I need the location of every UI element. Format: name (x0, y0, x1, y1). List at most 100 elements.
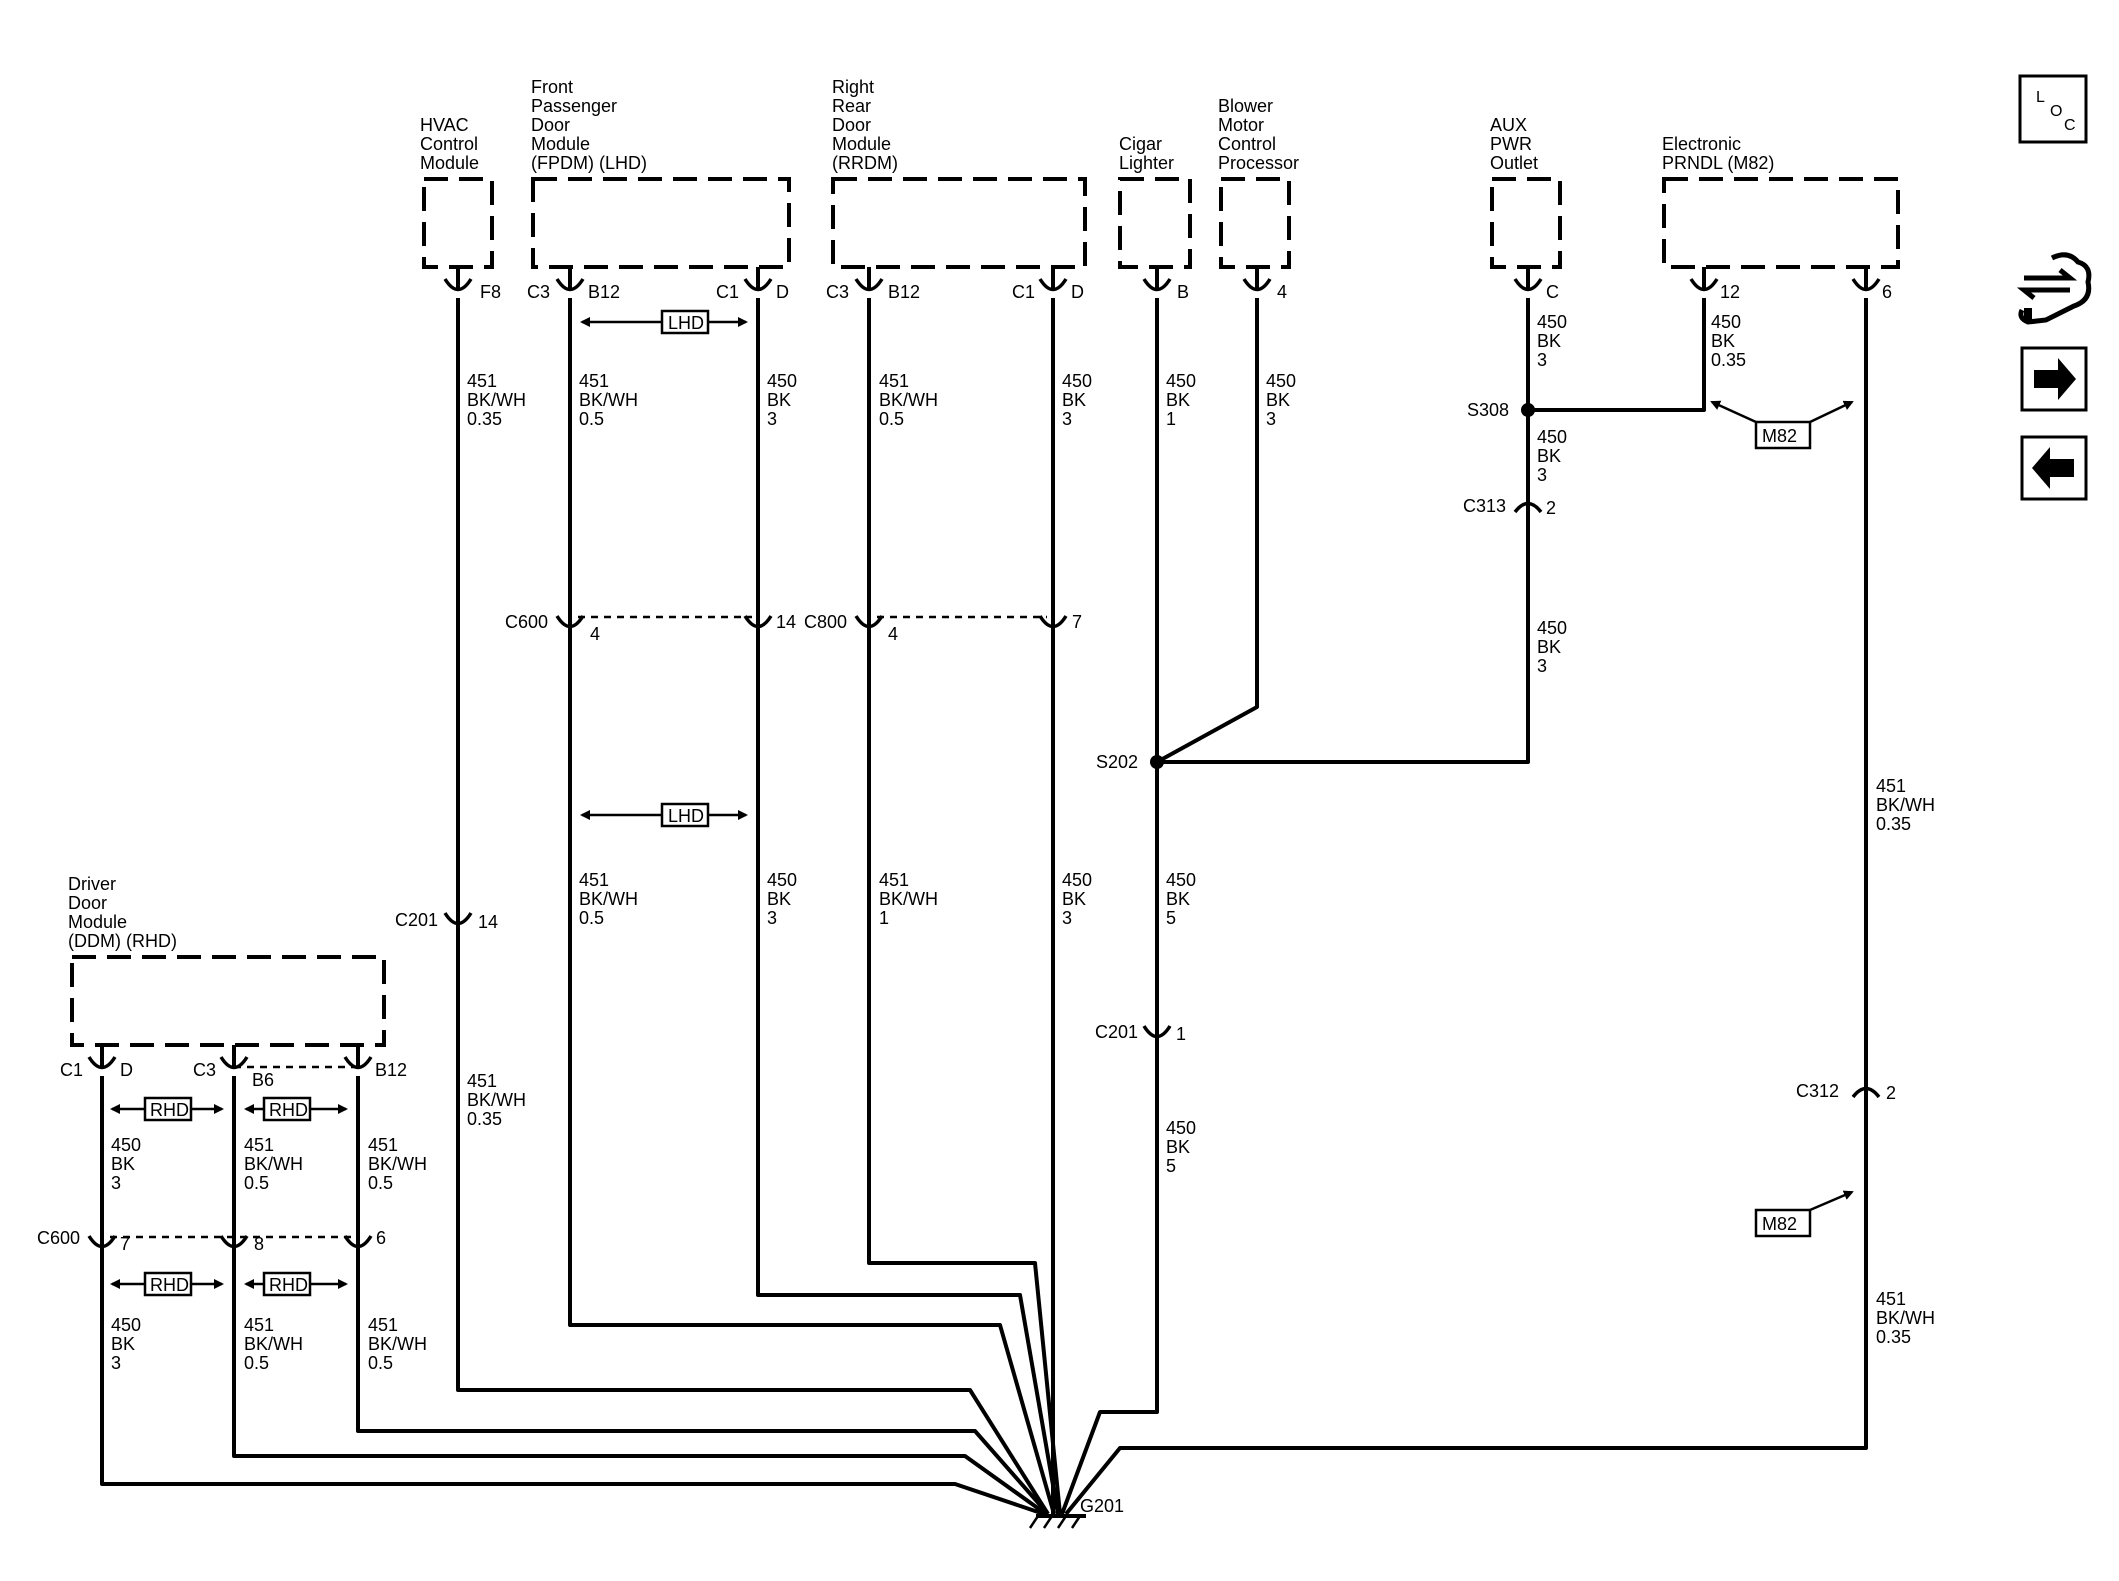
loc-icon[interactable]: L O C (2018, 74, 2088, 144)
splice-s308[interactable] (1521, 403, 1535, 417)
connector-label-c600-ddm: C600 (37, 1228, 80, 1248)
connector-label-c313: C313 (1463, 496, 1506, 516)
aux-power-outlet-box[interactable] (1490, 177, 1562, 269)
pin-label-c201-14: 14 (478, 912, 498, 932)
pin-label-c600-ddm-7: 7 (120, 1234, 130, 1254)
svg-text:C: C (2064, 117, 2076, 134)
pin-label-ddm-b6: B6 (252, 1070, 274, 1090)
electronic-prndl-box[interactable] (1662, 177, 1900, 269)
pin-label-c600-ddm-6: 6 (376, 1228, 386, 1248)
pin-label-fpdm-d: D (776, 282, 789, 302)
splice-label-s202: S202 (1096, 752, 1138, 772)
pin-label-ddm-d: D (120, 1060, 133, 1080)
ground-label-g201: G201 (1080, 1496, 1124, 1516)
rhd-tag-ddm-right-top[interactable]: RHD (244, 1096, 348, 1122)
ground-g201-symbol[interactable] (1028, 1514, 1086, 1529)
pin-label-blower-4: 4 (1277, 282, 1287, 302)
fpdm-box[interactable] (531, 177, 791, 269)
svg-text:M82: M82 (1762, 426, 1797, 446)
connector-label-c312: C312 (1796, 1081, 1839, 1101)
rrdm-box[interactable] (831, 177, 1087, 269)
lhd-tag-mid[interactable]: LHD (580, 802, 748, 828)
connector-symbols (87, 267, 1881, 1249)
rhd-tag-ddm-left-bottom[interactable]: RHD (110, 1271, 224, 1297)
pin-label-rrdm-b12: B12 (888, 282, 920, 302)
wires (100, 298, 1868, 1516)
connector-label-c600: C600 (505, 612, 548, 632)
pin-label-c600-ddm-8: 8 (254, 1234, 264, 1254)
pin-label-ddm-c1: C1 (60, 1060, 83, 1080)
splice-s202[interactable] (1150, 755, 1164, 769)
pin-label-ddm-b12: B12 (375, 1060, 407, 1080)
back-arrow-icon[interactable] (2020, 435, 2088, 501)
wrench-flow-icon[interactable] (2016, 252, 2092, 325)
blower-motor-processor-box[interactable] (1219, 177, 1291, 269)
pin-label-c600-14: 14 (776, 612, 796, 632)
pin-label-fpdm-b12: B12 (588, 282, 620, 302)
pin-label-fpdm-c1: C1 (716, 282, 739, 302)
connector-label-c201-cigar: C201 (1095, 1022, 1138, 1042)
connector-label-c201-hvac: C201 (395, 910, 438, 930)
pin-label-c800-7: 7 (1072, 612, 1082, 632)
m82-tag-top[interactable]: M82 (1710, 400, 1854, 450)
pin-label-ddm-c3: C3 (193, 1060, 216, 1080)
pin-label-c800-4: 4 (888, 624, 898, 644)
pin-label-fpdm-c3: C3 (527, 282, 550, 302)
pin-label-aux-c: C (1546, 282, 1559, 302)
svg-text:M82: M82 (1762, 1214, 1797, 1234)
svg-text:LHD: LHD (668, 806, 704, 826)
svg-text:RHD: RHD (269, 1275, 308, 1295)
rhd-tag-ddm-left-top[interactable]: RHD (110, 1096, 224, 1122)
hvac-control-module-box[interactable] (422, 177, 494, 269)
pin-label-c312-2: 2 (1886, 1083, 1896, 1103)
splice-label-s308: S308 (1467, 400, 1509, 420)
pin-label-rrdm-c1: C1 (1012, 282, 1035, 302)
pin-label-prndl-12: 12 (1720, 282, 1740, 302)
pin-label-prndl-6: 6 (1882, 282, 1892, 302)
pin-label-rrdm-d: D (1071, 282, 1084, 302)
pin-label-c600-4: 4 (590, 624, 600, 644)
rhd-tag-ddm-right-bottom[interactable]: RHD (244, 1271, 348, 1297)
cigar-lighter-box[interactable] (1118, 177, 1192, 269)
next-arrow-icon[interactable] (2020, 346, 2088, 412)
pin-label-c313-2: 2 (1546, 498, 1556, 518)
lhd-tag-top[interactable]: LHD (580, 309, 748, 335)
svg-text:RHD: RHD (269, 1100, 308, 1120)
svg-text:O: O (2050, 103, 2062, 120)
driver-door-module-box[interactable] (70, 955, 386, 1047)
m82-tag-bottom[interactable]: M82 (1754, 1190, 1854, 1238)
pin-label-c201-1: 1 (1176, 1024, 1186, 1044)
pin-label-cigar-b: B (1177, 282, 1189, 302)
svg-text:RHD: RHD (150, 1100, 189, 1120)
